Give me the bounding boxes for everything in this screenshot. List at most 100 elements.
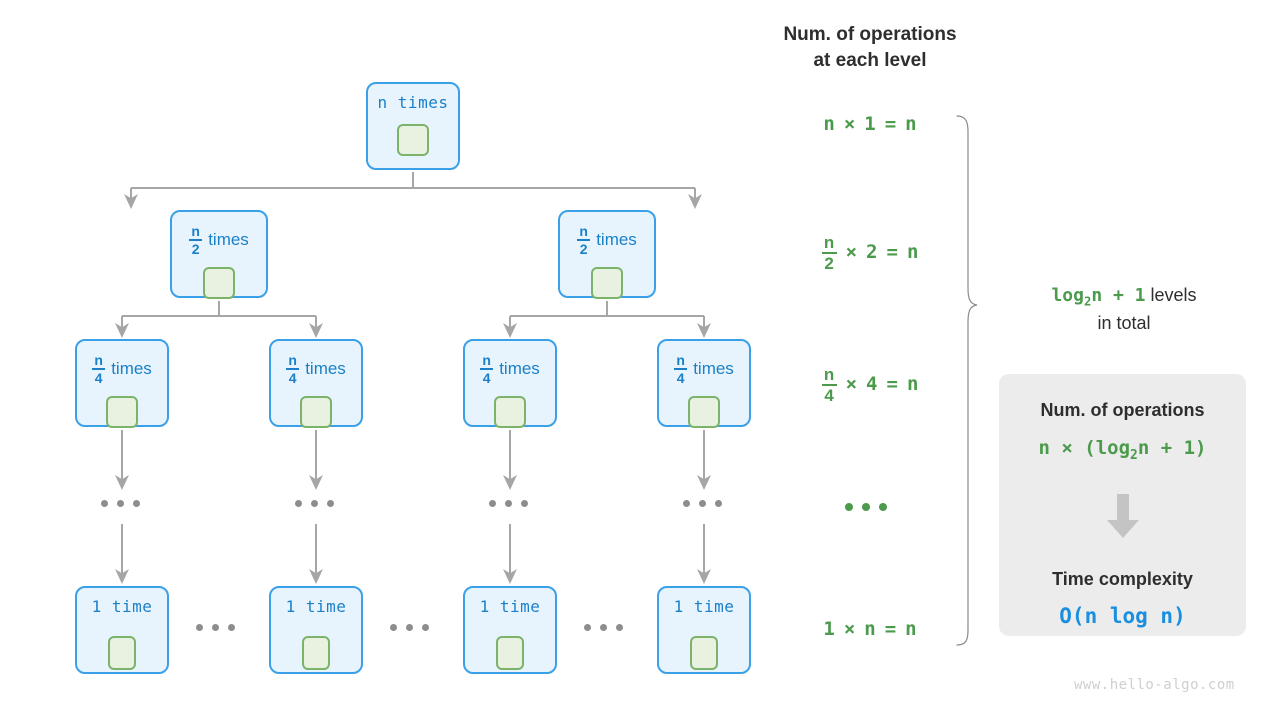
fraction-numerator: n: [288, 352, 297, 368]
dot: [101, 500, 108, 507]
dot: [133, 500, 140, 507]
operation-square: [690, 636, 718, 670]
equals-symbol: =: [884, 113, 897, 135]
dot: [390, 624, 397, 631]
horizontal-ellipsis: [584, 624, 623, 631]
down-arrow-icon: [1106, 494, 1139, 538]
times-word: times: [499, 358, 540, 378]
tree-node-level2-1[interactable]: n 2 times: [558, 210, 656, 299]
tree-node-label: 1 time: [673, 597, 735, 616]
formula-result: n: [905, 618, 917, 640]
tree-node-level4-2[interactable]: 1 time: [463, 586, 557, 674]
dot: [196, 624, 203, 631]
card-time-complexity: O(n log n): [1059, 603, 1186, 628]
levels-brace: [956, 115, 978, 646]
fraction: n 4: [480, 352, 494, 387]
dot: [521, 500, 528, 507]
operation-square: [108, 636, 136, 670]
fraction-bar: [821, 252, 837, 254]
tree-node-level3-2[interactable]: n 4 times: [463, 339, 557, 428]
equals-symbol: =: [886, 241, 898, 263]
fraction-bar: [286, 368, 300, 371]
dot: [295, 500, 302, 507]
dot: [616, 624, 623, 631]
fraction-numerator: n: [823, 232, 835, 252]
tree-node-level1-0[interactable]: n times: [366, 82, 460, 170]
log-suffix: n + 1: [1091, 285, 1146, 306]
tree-node-level4-0[interactable]: 1 time: [75, 586, 169, 674]
equals-symbol: =: [886, 373, 898, 395]
times-word: times: [111, 358, 152, 378]
fraction: n 2: [577, 223, 591, 257]
tree-node-label: n 4 times: [271, 352, 361, 386]
dot: [600, 624, 607, 631]
operation-square: [300, 396, 332, 428]
card-operations-expression: n × (log2n + 1): [999, 437, 1246, 463]
card-heading-operations: Num. of operations: [1040, 400, 1205, 420]
log-base: 2: [1083, 294, 1092, 309]
fraction-bar: [821, 384, 837, 386]
tree-node-level4-1[interactable]: 1 time: [269, 586, 363, 674]
levels-expression: log2n + 1: [1051, 285, 1146, 309]
formula-level4: 1 × n = n: [790, 615, 950, 643]
levels-in-total: in total: [1097, 312, 1151, 333]
formula-level2: n 2 × 2 = n: [790, 232, 950, 272]
dot: [845, 503, 853, 511]
operations-column-title: Num. of operations at each level: [783, 24, 957, 71]
fraction-numerator: n: [191, 223, 200, 239]
multiply-symbol: ×: [845, 241, 858, 263]
fraction: n 4: [286, 352, 300, 386]
dot: [715, 500, 722, 507]
fraction-numerator: n: [579, 223, 588, 239]
tree-node-label: n 2 times: [172, 223, 266, 258]
fraction-bar: [189, 239, 203, 242]
dot: [228, 624, 235, 631]
tree-node-level4-3[interactable]: 1 time: [657, 586, 751, 674]
formula-result: n: [905, 113, 917, 135]
fraction: n 4: [821, 365, 837, 405]
fraction-denominator: 4: [482, 370, 491, 387]
fraction-denominator: 2: [191, 241, 200, 258]
tree-node-level2-0[interactable]: n 2 times: [170, 210, 268, 299]
fraction-denominator: 2: [824, 254, 834, 273]
horizontal-ellipsis: [196, 624, 235, 631]
levels-word: levels: [1150, 285, 1197, 305]
dot: [699, 500, 706, 507]
fraction-numerator: n: [482, 352, 491, 368]
operation-square: [591, 267, 623, 299]
formula-left: n: [823, 113, 835, 135]
fraction-denominator: 4: [824, 386, 834, 405]
vertical-ellipsis: [295, 500, 334, 507]
times-word: times: [596, 229, 637, 249]
tree-node-level3-3[interactable]: n 4 times: [657, 339, 751, 428]
operation-square: [106, 396, 138, 428]
tree-node-level3-0[interactable]: n 4 times: [75, 339, 169, 428]
dot: [422, 624, 429, 631]
fraction-bar: [92, 368, 106, 371]
dot: [584, 624, 591, 631]
times-word: times: [693, 358, 734, 378]
multiply-symbol: ×: [843, 113, 856, 135]
formula-right: 4: [866, 373, 878, 395]
fraction-numerator: n: [94, 352, 103, 368]
formula-right: 1: [864, 113, 876, 135]
fraction: n 4: [92, 352, 106, 387]
expr-prefix: n × (log: [1038, 437, 1131, 459]
log-prefix: log: [1051, 285, 1084, 306]
dot: [489, 500, 496, 507]
fraction-denominator: 4: [94, 370, 103, 387]
tree-node-label: n 4 times: [77, 352, 167, 387]
expr-suffix: n + 1): [1137, 437, 1207, 459]
dot: [327, 500, 334, 507]
tree-node-label: 1 time: [479, 597, 541, 616]
dot: [311, 500, 318, 507]
operation-square: [496, 636, 524, 670]
tree-node-level3-1[interactable]: n 4 times: [269, 339, 363, 428]
vertical-ellipsis: [101, 500, 140, 507]
multiply-symbol: ×: [843, 618, 856, 640]
tree-node-label: n 2 times: [560, 223, 654, 257]
multiply-symbol: ×: [845, 373, 858, 395]
formula-right: 2: [866, 241, 878, 263]
fraction-numerator: n: [676, 352, 685, 368]
operation-square: [302, 636, 330, 670]
